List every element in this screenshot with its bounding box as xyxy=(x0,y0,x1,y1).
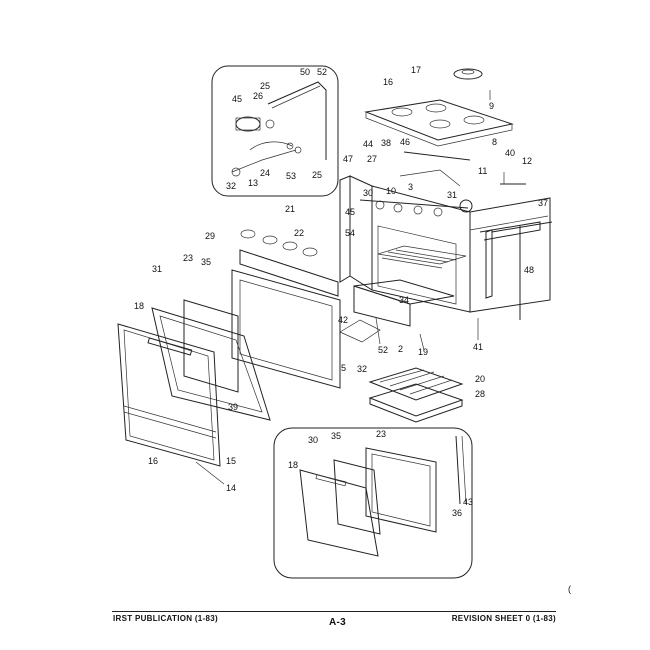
cooktop xyxy=(364,68,514,147)
callout: 34 xyxy=(399,295,409,305)
callout: 44 xyxy=(363,139,373,149)
side-trim xyxy=(491,221,553,320)
callout: 45 xyxy=(345,207,355,217)
callout: 25 xyxy=(312,170,322,180)
footer-rule xyxy=(112,611,556,612)
callout: 35 xyxy=(331,431,341,441)
callout: 18 xyxy=(288,460,298,470)
callout: 10 xyxy=(386,186,396,196)
oven-body xyxy=(339,175,551,351)
control-panel xyxy=(239,229,339,297)
stray-mark: ( xyxy=(568,584,571,594)
callout: 26 xyxy=(253,91,263,101)
callout: 54 xyxy=(345,228,355,238)
footer-publication: IRST PUBLICATION (1-83) xyxy=(113,614,218,623)
callout: 23 xyxy=(376,429,386,439)
callout: 50 xyxy=(300,67,310,77)
callout-labels: 17 16 9 8 44 38 46 47 27 11 40 12 30 10 … xyxy=(134,65,571,594)
callout: 52 xyxy=(317,67,327,77)
oven-rack xyxy=(377,245,467,269)
callout: 36 xyxy=(452,508,462,518)
callout: 3 xyxy=(408,182,413,192)
footer-page-number: A-3 xyxy=(329,617,347,628)
callout: 45 xyxy=(232,94,242,104)
door-frame xyxy=(183,269,341,393)
callout: 47 xyxy=(343,154,353,164)
callout: 9 xyxy=(489,101,494,111)
callout: 11 xyxy=(478,166,487,176)
callout: 15 xyxy=(226,456,236,466)
callout: 23 xyxy=(183,253,193,263)
inset-control-detail xyxy=(211,65,339,197)
callout: 16 xyxy=(383,77,393,87)
callout: 37 xyxy=(538,198,548,208)
callout: 14 xyxy=(226,483,236,493)
callout: 28 xyxy=(475,389,485,399)
callout: 30 xyxy=(363,188,373,198)
outer-door xyxy=(117,323,225,485)
callout: 42 xyxy=(338,315,348,325)
callout: 31 xyxy=(152,264,162,274)
callout: 25 xyxy=(260,81,270,91)
callout: 35 xyxy=(201,257,211,267)
callout: 13 xyxy=(248,178,258,188)
callout: 32 xyxy=(357,364,367,374)
callout: 21 xyxy=(285,204,295,214)
callout: 16 xyxy=(148,456,158,466)
callout: 19 xyxy=(418,347,428,357)
callout: 38 xyxy=(381,138,391,148)
callout: 40 xyxy=(505,148,515,158)
callout: 18 xyxy=(134,301,144,311)
callout: 43 xyxy=(463,497,473,507)
callout: 27 xyxy=(367,154,377,164)
callout: 32 xyxy=(226,181,236,191)
callout: 48 xyxy=(524,265,534,275)
inset-alternate-door xyxy=(273,427,473,579)
callout: 46 xyxy=(400,137,410,147)
callout: 20 xyxy=(475,374,485,384)
callout: 22 xyxy=(294,228,304,238)
callout: 17 xyxy=(411,65,421,75)
callout: 24 xyxy=(260,168,270,178)
callout: 31 xyxy=(447,190,457,200)
footer-revision: REVISION SHEET 0 (1-83) xyxy=(451,614,556,623)
callout: 12 xyxy=(522,156,532,166)
callout: 52 xyxy=(378,345,388,355)
callout: 53 xyxy=(286,171,296,181)
callout: 41 xyxy=(473,342,483,352)
callout: 2 xyxy=(398,344,403,354)
broil-pan xyxy=(368,367,464,423)
callout: 29 xyxy=(205,231,215,241)
door-liner xyxy=(151,307,271,421)
callout: 5 xyxy=(341,363,346,373)
callout: 8 xyxy=(492,137,497,147)
callout: 30 xyxy=(308,435,318,445)
callout: 39 xyxy=(228,402,238,412)
